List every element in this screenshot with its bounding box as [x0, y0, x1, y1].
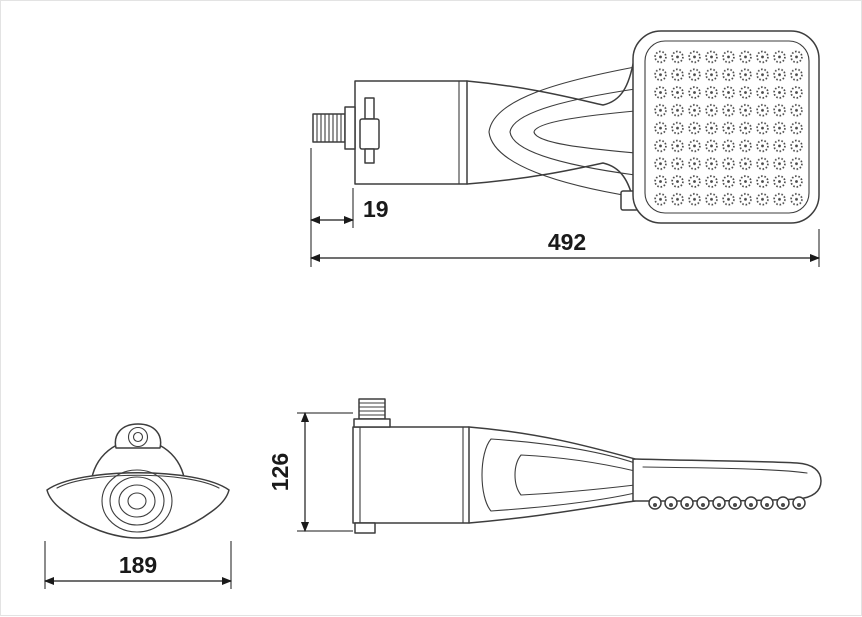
arm-contour-profile-outer [481, 438, 636, 512]
control-knob [359, 97, 380, 164]
nozzle-row [648, 496, 806, 510]
arm-contour-middle [509, 88, 636, 176]
profile-view [352, 398, 822, 534]
dimension-label-19: 19 [363, 196, 389, 222]
spray-face-rings [101, 469, 173, 533]
dimension-overall-depth: 126 [267, 411, 353, 533]
side-elevation-view [312, 30, 820, 224]
bottom-tab [354, 522, 376, 534]
pipe-flange-profile [353, 418, 391, 428]
inlet-cap [114, 423, 162, 449]
arm-bottom-profile [468, 500, 636, 524]
arm-contour-profile-inner [514, 454, 636, 496]
pipe-flange [344, 106, 356, 150]
arm-top-edge [466, 58, 635, 106]
dimension-label-492: 492 [548, 229, 586, 255]
shroud-rim-line [56, 474, 220, 489]
inlet-hole-inner [132, 431, 144, 443]
nozzle-grid [652, 48, 805, 207]
inlet-pipe-profile [358, 398, 386, 420]
dimension-overall-length: 492 [309, 229, 821, 267]
arm-top-profile [468, 426, 636, 460]
pipe-threads [316, 113, 342, 143]
head-profile-inner-line [642, 466, 808, 474]
front-view [46, 423, 230, 539]
spray-head-inner-rim [644, 40, 810, 214]
arm-contour-inner [533, 110, 636, 154]
inlet-hole-outer [127, 426, 149, 448]
arm-contour-outer [488, 66, 636, 198]
arm-bottom-edge [466, 162, 635, 204]
dimension-thread-offset: 19 [309, 148, 389, 267]
dimension-label-189: 189 [119, 552, 157, 578]
pipe-threads-profile [358, 402, 386, 416]
dimension-label-126: 126 [267, 453, 293, 491]
dimension-overall-width: 189 [43, 541, 233, 589]
spray-head-profile [632, 458, 822, 502]
shroud [46, 472, 230, 539]
body-profile [352, 426, 470, 524]
